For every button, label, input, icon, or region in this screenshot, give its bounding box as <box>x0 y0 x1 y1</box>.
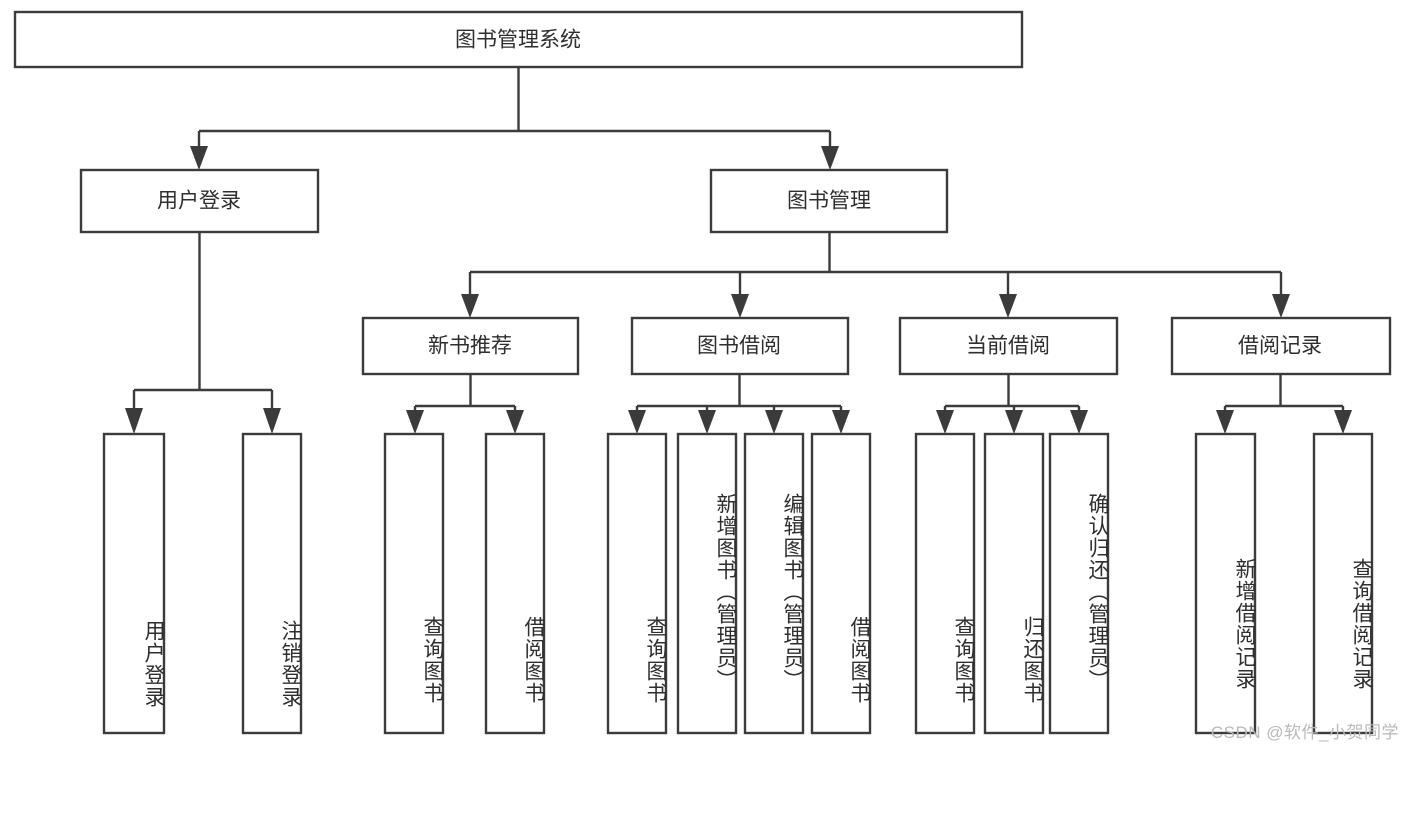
leaf-box-query-record[interactable] <box>1312 432 1374 735</box>
org-chart-diagram: 图书管理系统 用户登录 图书管理 新书推荐 图书借阅 当前借阅 借阅记录 用户登… <box>13 10 1399 742</box>
leaf-box-add-book[interactable] <box>676 432 738 735</box>
node-current-borrow[interactable] <box>898 316 1119 376</box>
connector-book-management-to-level3 <box>461 232 1290 318</box>
leaf-box-user-login[interactable] <box>102 432 166 735</box>
leaf-box-user-logout[interactable] <box>241 432 303 735</box>
node-label-user-login: 用户登录 <box>157 190 241 213</box>
node-label-book-management: 图书管理 <box>787 190 871 213</box>
connector-new-book-recommend-to-leaves <box>406 374 524 434</box>
csdn-watermark: CSDN @软件_小贺同学 <box>1210 723 1399 742</box>
leaf-box-query-book-3[interactable] <box>914 432 976 735</box>
node-label-borrow-record: 借阅记录 <box>1238 335 1322 358</box>
node-label-current-borrow: 当前借阅 <box>966 335 1050 358</box>
leaf-box-edit-book[interactable] <box>743 432 805 735</box>
connector-root-to-level2 <box>190 67 839 170</box>
leaf-box-borrow-book-2[interactable] <box>810 432 872 735</box>
diagram-canvas: 图书管理系统 用户登录 图书管理 新书推荐 图书借阅 当前借阅 借阅记录 <box>13 10 1392 735</box>
connector-borrow-record-to-leaves <box>1216 374 1352 434</box>
leaf-box-query-book-2[interactable] <box>606 432 668 735</box>
leaf-box-add-record[interactable] <box>1194 432 1257 735</box>
leaf-box-query-book-1[interactable] <box>383 432 445 735</box>
node-label-book-borrow: 图书借阅 <box>697 335 781 358</box>
leaf-box-return-book[interactable] <box>983 432 1045 735</box>
leaf-box-borrow-book-1[interactable] <box>484 432 546 735</box>
node-new-book-recommend[interactable] <box>361 316 580 376</box>
node-label-root: 图书管理系统 <box>455 29 581 52</box>
connector-current-borrow-to-leaves <box>936 374 1088 434</box>
node-user-login[interactable] <box>79 168 320 234</box>
node-label-new-book-recommend: 新书推荐 <box>428 335 512 358</box>
node-root[interactable] <box>13 10 1024 69</box>
connector-user-login-to-leaves <box>125 232 281 434</box>
leaf-boxes <box>102 432 1374 735</box>
leaf-box-confirm-return[interactable] <box>1048 432 1110 735</box>
connector-book-borrow-to-leaves <box>628 374 850 434</box>
